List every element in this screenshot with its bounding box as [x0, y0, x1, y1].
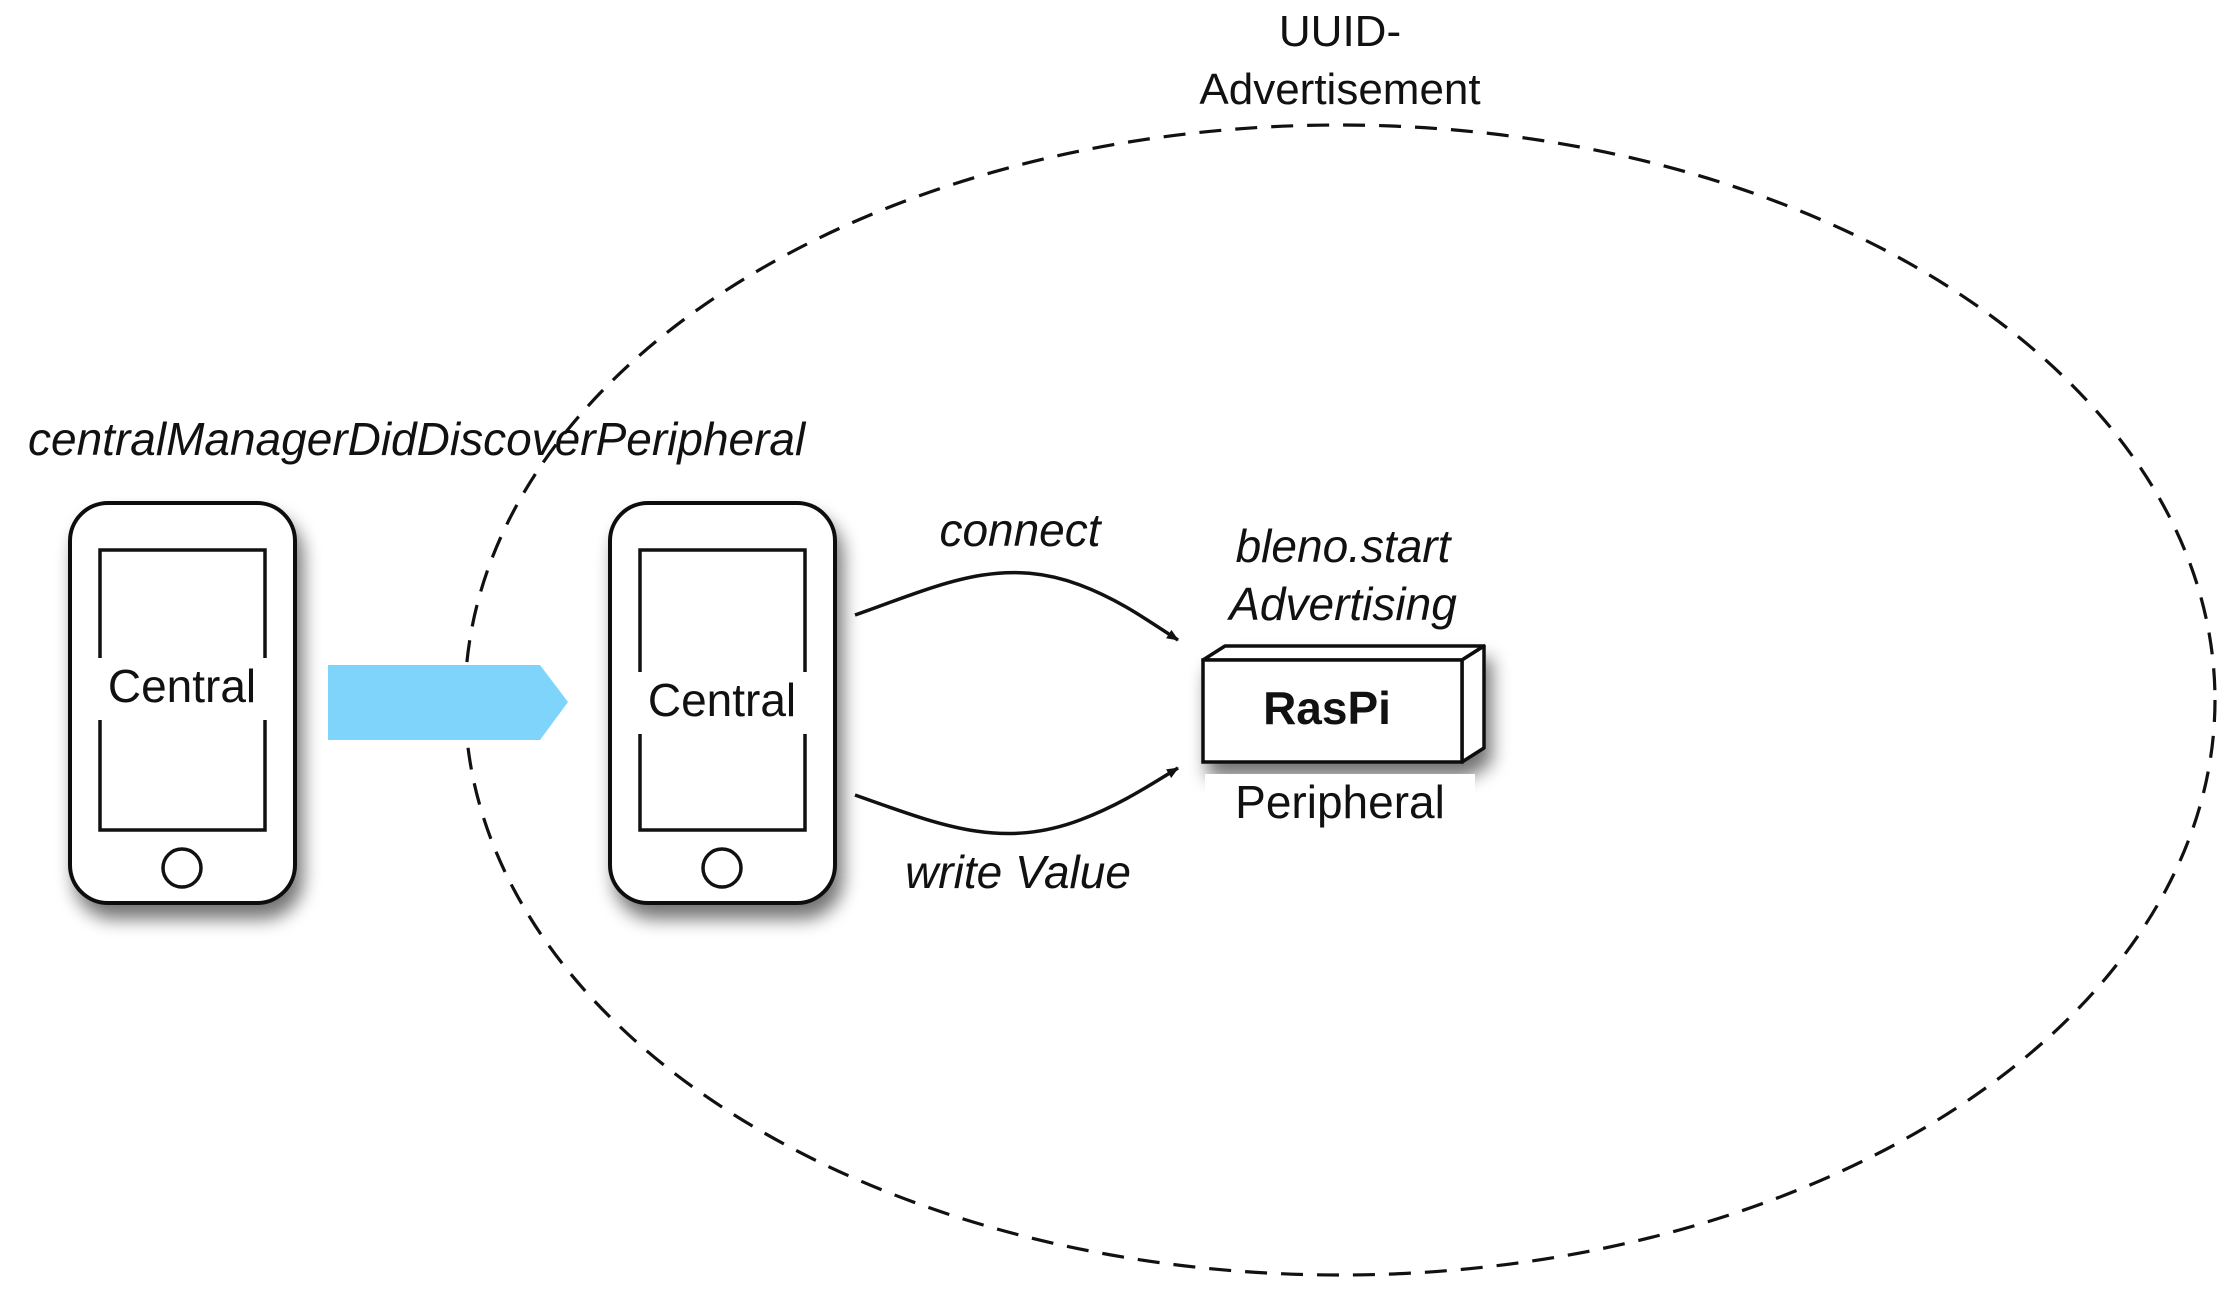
phone-home-button-icon	[701, 847, 743, 889]
phone-label-backdrop	[634, 672, 810, 734]
write-value-edge-label: write Value	[905, 846, 1131, 898]
phone-label-backdrop	[94, 658, 270, 720]
advertising-call-line1: bleno.start	[1236, 520, 1453, 572]
write-value-edge	[854, 766, 1179, 836]
transition-arrow-icon	[328, 665, 568, 740]
raspi-box-front	[1201, 658, 1464, 764]
connect-edge	[854, 570, 1179, 642]
raspi-device	[1201, 644, 1486, 764]
raspi-box-side	[1460, 644, 1486, 764]
peripheral-label-backdrop	[1205, 774, 1475, 832]
raspi-device-label: RasPi	[1263, 682, 1391, 734]
discover-callback-label: centralManagerDidDiscoverPeripheral	[28, 413, 807, 465]
central-right-label: Central	[648, 674, 796, 726]
advertisement-title-line2: Advertisement	[1199, 65, 1480, 114]
advertising-call-line2: Advertising	[1226, 578, 1457, 630]
advertisement-range-ellipse	[463, 123, 2217, 1277]
central-device-right: Central	[608, 501, 837, 905]
connect-edge-label: connect	[939, 504, 1102, 556]
peripheral-role-label: Peripheral	[1235, 776, 1445, 828]
raspi-box-top	[1201, 644, 1486, 662]
central-left-label: Central	[108, 660, 256, 712]
advertisement-title-line1: UUID-	[1279, 7, 1401, 56]
central-device-left: Central	[68, 501, 297, 905]
phone-home-button-icon	[161, 847, 203, 889]
